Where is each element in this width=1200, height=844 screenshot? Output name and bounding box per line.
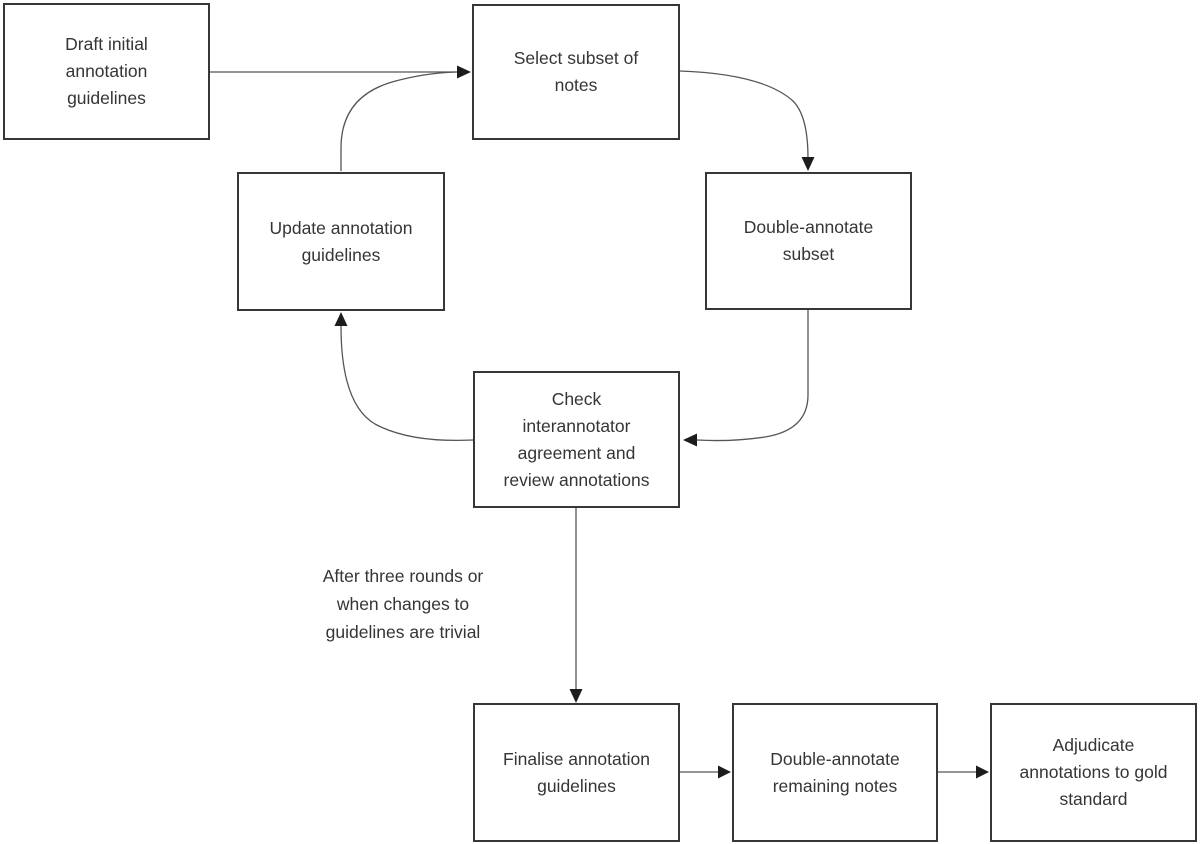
node-label: Select subset of notes [513,48,639,95]
node-update-guidelines: Update annotation guidelines [237,172,445,311]
edge-condition-annotation: After three rounds or when changes to gu… [322,566,484,642]
node-label: Draft initial annotation guidelines [65,34,148,108]
arrowhead-into-double-subset [801,157,815,171]
arrowhead-into-select [457,65,471,79]
arrowhead-into-double-remaining [718,765,731,779]
edge-update-to-select [340,71,457,171]
node-label: Check interannotator agreement and revie… [503,388,650,490]
node-label: Finalise annotation guidelines [503,748,650,796]
arrowhead-into-update [334,312,348,326]
node-label: Update annotation guidelines [269,217,413,265]
edge-check-to-update [340,325,474,442]
node-label: Double-annotate remaining notes [770,748,900,796]
node-draft-initial-guidelines: Draft initial annotation guidelines [3,3,210,140]
edge-select-to-double-subset [679,70,809,159]
node-double-annotate-subset: Double-annotate subset [705,172,912,310]
node-check-agreement: Check interannotator agreement and revie… [473,371,680,508]
node-adjudicate-gold-standard: Adjudicate annotations to gold standard [990,703,1197,842]
node-double-annotate-remaining: Double-annotate remaining notes [732,703,938,842]
edge-double-subset-to-check [696,310,809,442]
node-finalise-guidelines: Finalise annotation guidelines [473,703,680,842]
node-label: Double-annotate subset [743,217,874,264]
node-select-subset: Select subset of notes [472,4,680,140]
arrowhead-into-adjudicate [976,765,989,779]
arrowhead-into-check [683,433,697,447]
arrowhead-into-finalise [569,689,583,703]
node-label: Adjudicate annotations to gold standard [1019,735,1168,809]
